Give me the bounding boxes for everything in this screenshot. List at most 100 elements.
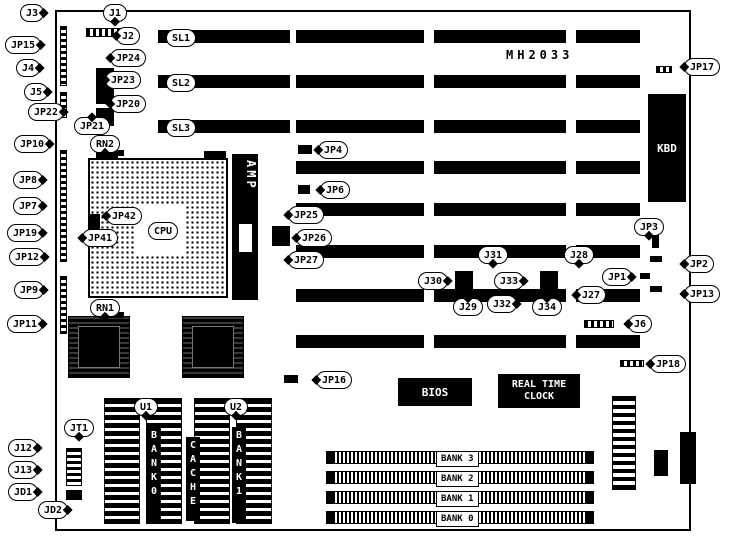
- edge-connector: [60, 276, 67, 334]
- callout-jp10: JP10: [14, 135, 51, 153]
- callout-jp27: JP27: [288, 251, 325, 269]
- callout-jt1: JT1: [64, 419, 95, 437]
- isa-slot-segment: [296, 120, 424, 133]
- isa-slot-segment: [434, 335, 566, 348]
- isa-slot-segment: [296, 30, 424, 43]
- isa-slot-segment: [296, 75, 424, 88]
- callout-sl1: SL1: [166, 29, 197, 47]
- rtc-label-line2: CLOCK: [523, 391, 555, 402]
- callout-j2: J2: [116, 27, 141, 45]
- cache-strip: CACHE: [186, 437, 200, 521]
- isa-slot-segment: [296, 203, 424, 216]
- jumper-block: [650, 286, 662, 292]
- power-connector: [680, 432, 696, 484]
- callout-jp17: JP17: [684, 58, 721, 76]
- isa-slot-segment: [576, 335, 640, 348]
- amp-notch: [239, 224, 252, 252]
- callout-jp22: JP22: [28, 103, 65, 121]
- isa-slot-segment: [434, 120, 566, 133]
- callout-j1: J1: [103, 4, 128, 22]
- jumper-block: [640, 273, 650, 279]
- cache-chip-column: [104, 398, 140, 524]
- callout-j28: J28: [564, 246, 595, 264]
- callout-j32: J32: [487, 295, 518, 313]
- bank0-strip: BANK0: [147, 427, 161, 523]
- jumper-block: [298, 185, 310, 194]
- callout-j4: J4: [16, 59, 41, 77]
- callout-jp19: JP19: [7, 224, 44, 242]
- callout-u1: U1: [134, 398, 159, 416]
- callout-jp15: JP15: [5, 36, 42, 54]
- pin-header: [656, 66, 672, 73]
- rtc-chip: REAL TIME CLOCK: [498, 374, 580, 408]
- qfp-chip-1: [68, 316, 130, 378]
- callout-j30: J30: [418, 272, 449, 290]
- edge-connector: [60, 26, 67, 86]
- isa-slot-segment: [434, 30, 566, 43]
- callout-u2: U2: [224, 398, 249, 416]
- isa-slot-segment: [296, 289, 424, 302]
- simm-bank-label: BANK 2: [436, 471, 479, 487]
- callout-j33: J33: [494, 272, 525, 290]
- cpu-socket: [88, 158, 228, 298]
- callout-j5: J5: [24, 83, 49, 101]
- callout-jp26: JP26: [296, 229, 333, 247]
- callout-jp21: JP21: [74, 117, 111, 135]
- board-model-label: MH2033: [506, 48, 574, 62]
- callout-j13: J13: [8, 461, 39, 479]
- callout-j27: J27: [576, 286, 607, 304]
- jumper-block: [455, 271, 473, 293]
- isa-slot-segment: [576, 203, 640, 216]
- qfp-chip-2: [182, 316, 244, 378]
- bios-label: BIOS: [421, 385, 449, 399]
- bank1-strip: BANK1: [232, 427, 246, 523]
- resistor-network-rn2: [98, 150, 124, 156]
- jumper-block: [272, 226, 290, 246]
- callout-jp25: JP25: [288, 206, 325, 224]
- bios-chip: BIOS: [398, 378, 472, 406]
- callout-jd2: JD2: [38, 501, 69, 519]
- callout-jp42: JP42: [106, 207, 143, 225]
- isa-slot-segment: [576, 75, 640, 88]
- kbd-label: KBD: [657, 141, 677, 155]
- isa-slot-segment: [296, 245, 424, 258]
- callout-jp41: JP41: [82, 229, 119, 247]
- isa-slot-segment: [434, 161, 566, 174]
- isa-slot-segment: [576, 161, 640, 174]
- callout-jp23: JP23: [105, 71, 142, 89]
- pin-header: [620, 360, 644, 367]
- callout-j12: J12: [8, 439, 39, 457]
- callout-jp1: JP1: [602, 268, 633, 286]
- isa-slot-segment: [576, 120, 640, 133]
- callout-rn2: RN2: [90, 135, 121, 153]
- isa-slot-segment: [434, 75, 566, 88]
- callout-rn1: RN1: [90, 299, 121, 317]
- jumper-block: [66, 448, 82, 486]
- callout-jp24: JP24: [110, 49, 147, 67]
- qfp-chip-core: [78, 326, 120, 368]
- callout-jp9: JP9: [14, 281, 45, 299]
- callout-sl2: SL2: [166, 74, 197, 92]
- callout-jp16: JP16: [316, 371, 353, 389]
- cpu-socket-tab: [204, 151, 226, 158]
- kbd-connector: KBD: [648, 94, 686, 202]
- simm-bank-label: BANK 0: [436, 511, 479, 527]
- simm-bank-label: BANK 1: [436, 491, 479, 507]
- callout-j31: J31: [478, 246, 509, 264]
- jumper-block: [90, 214, 100, 232]
- callout-jp13: JP13: [684, 285, 721, 303]
- power-connector: [654, 450, 668, 476]
- callout-jp8: JP8: [13, 171, 44, 189]
- rtc-label-line1: REAL TIME: [511, 379, 567, 390]
- edge-connector: [60, 150, 67, 262]
- jumper-block: [66, 490, 82, 500]
- isa-slot-segment: [296, 161, 424, 174]
- callout-sl3: SL3: [166, 119, 197, 137]
- callout-jp2: JP2: [684, 255, 715, 273]
- callout-jp20: JP20: [110, 95, 147, 113]
- callout-jp11: JP11: [7, 315, 44, 333]
- callout-j29: J29: [453, 298, 484, 316]
- callout-jp7: JP7: [13, 197, 44, 215]
- jumper-block: [298, 145, 312, 154]
- callout-jp12: JP12: [9, 248, 46, 266]
